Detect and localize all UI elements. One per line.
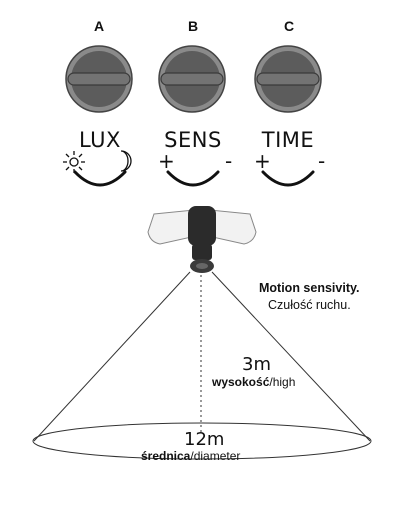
knob-a-dial[interactable] [64, 44, 134, 114]
knob-c-dial[interactable] [253, 44, 323, 114]
height-value: 3m [242, 354, 271, 375]
time-arc-indicator [261, 170, 315, 187]
diameter-label: średnica/diameter [141, 449, 240, 463]
lux-label: LUX [79, 128, 121, 152]
time-minus-sign: - [318, 149, 326, 173]
moon-icon [120, 150, 132, 172]
knob-b-dial[interactable] [157, 44, 227, 114]
motion-title: Motion sensivity. [259, 281, 360, 295]
sens-plus-sign: + [158, 149, 175, 173]
time-plus-sign: + [254, 149, 271, 173]
knob-a-letter: A [93, 18, 105, 34]
diameter-label-bold: średnica [141, 449, 191, 463]
motion-subtitle: Czułość ruchu. [268, 298, 351, 312]
sens-minus-sign: - [225, 149, 233, 173]
diameter-label-rest: /diameter [190, 449, 241, 463]
floodlight-lamp-icon [147, 206, 257, 273]
height-label-rest: /high [269, 375, 296, 389]
sens-arc-indicator [166, 170, 220, 187]
diameter-value: 12m [184, 429, 225, 450]
time-label: TIME [261, 128, 315, 152]
height-label: wysokość/high [212, 375, 295, 389]
lux-arc-indicator [73, 170, 127, 187]
knob-c-letter: C [283, 18, 295, 34]
sun-icon [63, 151, 85, 173]
knob-b-letter: B [187, 18, 199, 34]
sens-label: SENS [164, 128, 222, 152]
height-label-bold: wysokość [212, 375, 270, 389]
